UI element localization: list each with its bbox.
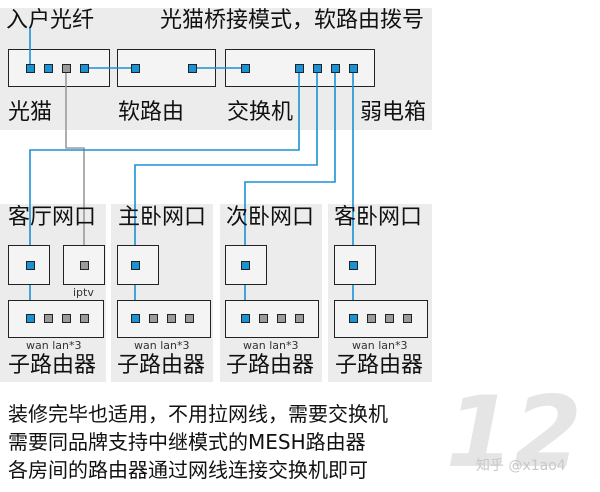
socket-port-iptv [80,261,89,270]
sub-router-master-lan3 [185,314,194,323]
switch-port-2 [313,64,322,73]
sub-router-master-lan1 [149,314,158,323]
switch-port-uplink [241,64,250,73]
socket-port-guest [349,261,358,270]
sub-router-living [8,300,104,338]
sub-router-second-wan [241,314,250,323]
ports-label-guest: wan lan*3 [352,339,408,352]
iptv-label: iptv [73,286,94,299]
sub-router-living-lan3 [80,314,89,323]
switch-port-4 [349,64,358,73]
modem-port-fiber [26,64,35,73]
router-port-lan [188,64,197,73]
sub-router-guest-wan [349,314,358,323]
sub-router-guest-lan3 [403,314,412,323]
socket-port-living [26,261,35,270]
socket-port-master [131,261,140,270]
device-label-modem: 光猫 [8,100,53,125]
router-label-second: 子路由器 [226,353,315,378]
sub-router-living-wan [26,314,35,323]
device-label-cabinet: 弱电箱 [360,100,427,125]
device-label-switch: 交换机 [227,100,294,125]
room-label-living: 客厅网口 [8,205,97,230]
sub-router-guest-lan2 [385,314,394,323]
room-label-guest: 客卧网口 [334,205,423,230]
router-label-guest: 子路由器 [335,353,424,378]
sub-router-second-lan3 [295,314,304,323]
description-line-1: 装修完毕也适用，不用拉网线，需要交换机 [8,402,388,426]
sub-router-master-lan2 [167,314,176,323]
sub-router-second [225,300,319,338]
socket-port-second [241,261,250,270]
sub-router-master-wan [131,314,140,323]
sub-router-second-lan1 [259,314,268,323]
optical-modem [8,49,110,87]
zhihu-credit: 知乎 @x1ao4 [476,458,566,474]
switch-port-1 [295,64,304,73]
sub-router-living-lan2 [62,314,71,323]
router-label-living: 子路由器 [8,353,97,378]
modem-port-lan1 [44,64,53,73]
ports-label-second: wan lan*3 [243,339,299,352]
device-label-router: 软路由 [118,100,185,125]
switch-port-3 [331,64,340,73]
sub-router-guest-lan1 [367,314,376,323]
ports-label-living: wan lan*3 [26,339,82,352]
modem-port-iptv [62,64,71,73]
room-label-second: 次卧网口 [226,205,315,230]
ports-label-master: wan lan*3 [134,339,190,352]
page-number-watermark: 12 [445,376,582,490]
modem-port-lan2 [80,64,89,73]
router-port-wan [131,64,140,73]
room-panel-4 [328,204,432,382]
sub-router-living-lan1 [44,314,53,323]
room-label-master: 主卧网口 [118,205,207,230]
fiber-label: 入户光纤 [6,8,95,33]
mode-label: 光猫桥接模式，软路由拨号 [160,8,425,33]
sub-router-second-lan2 [277,314,286,323]
description-line-2: 需要同品牌支持中继模式的MESH路由器 [8,430,366,454]
router-label-master: 子路由器 [117,353,206,378]
description-line-3: 各房间的路由器通过网线连接交换机即可 [8,458,368,482]
